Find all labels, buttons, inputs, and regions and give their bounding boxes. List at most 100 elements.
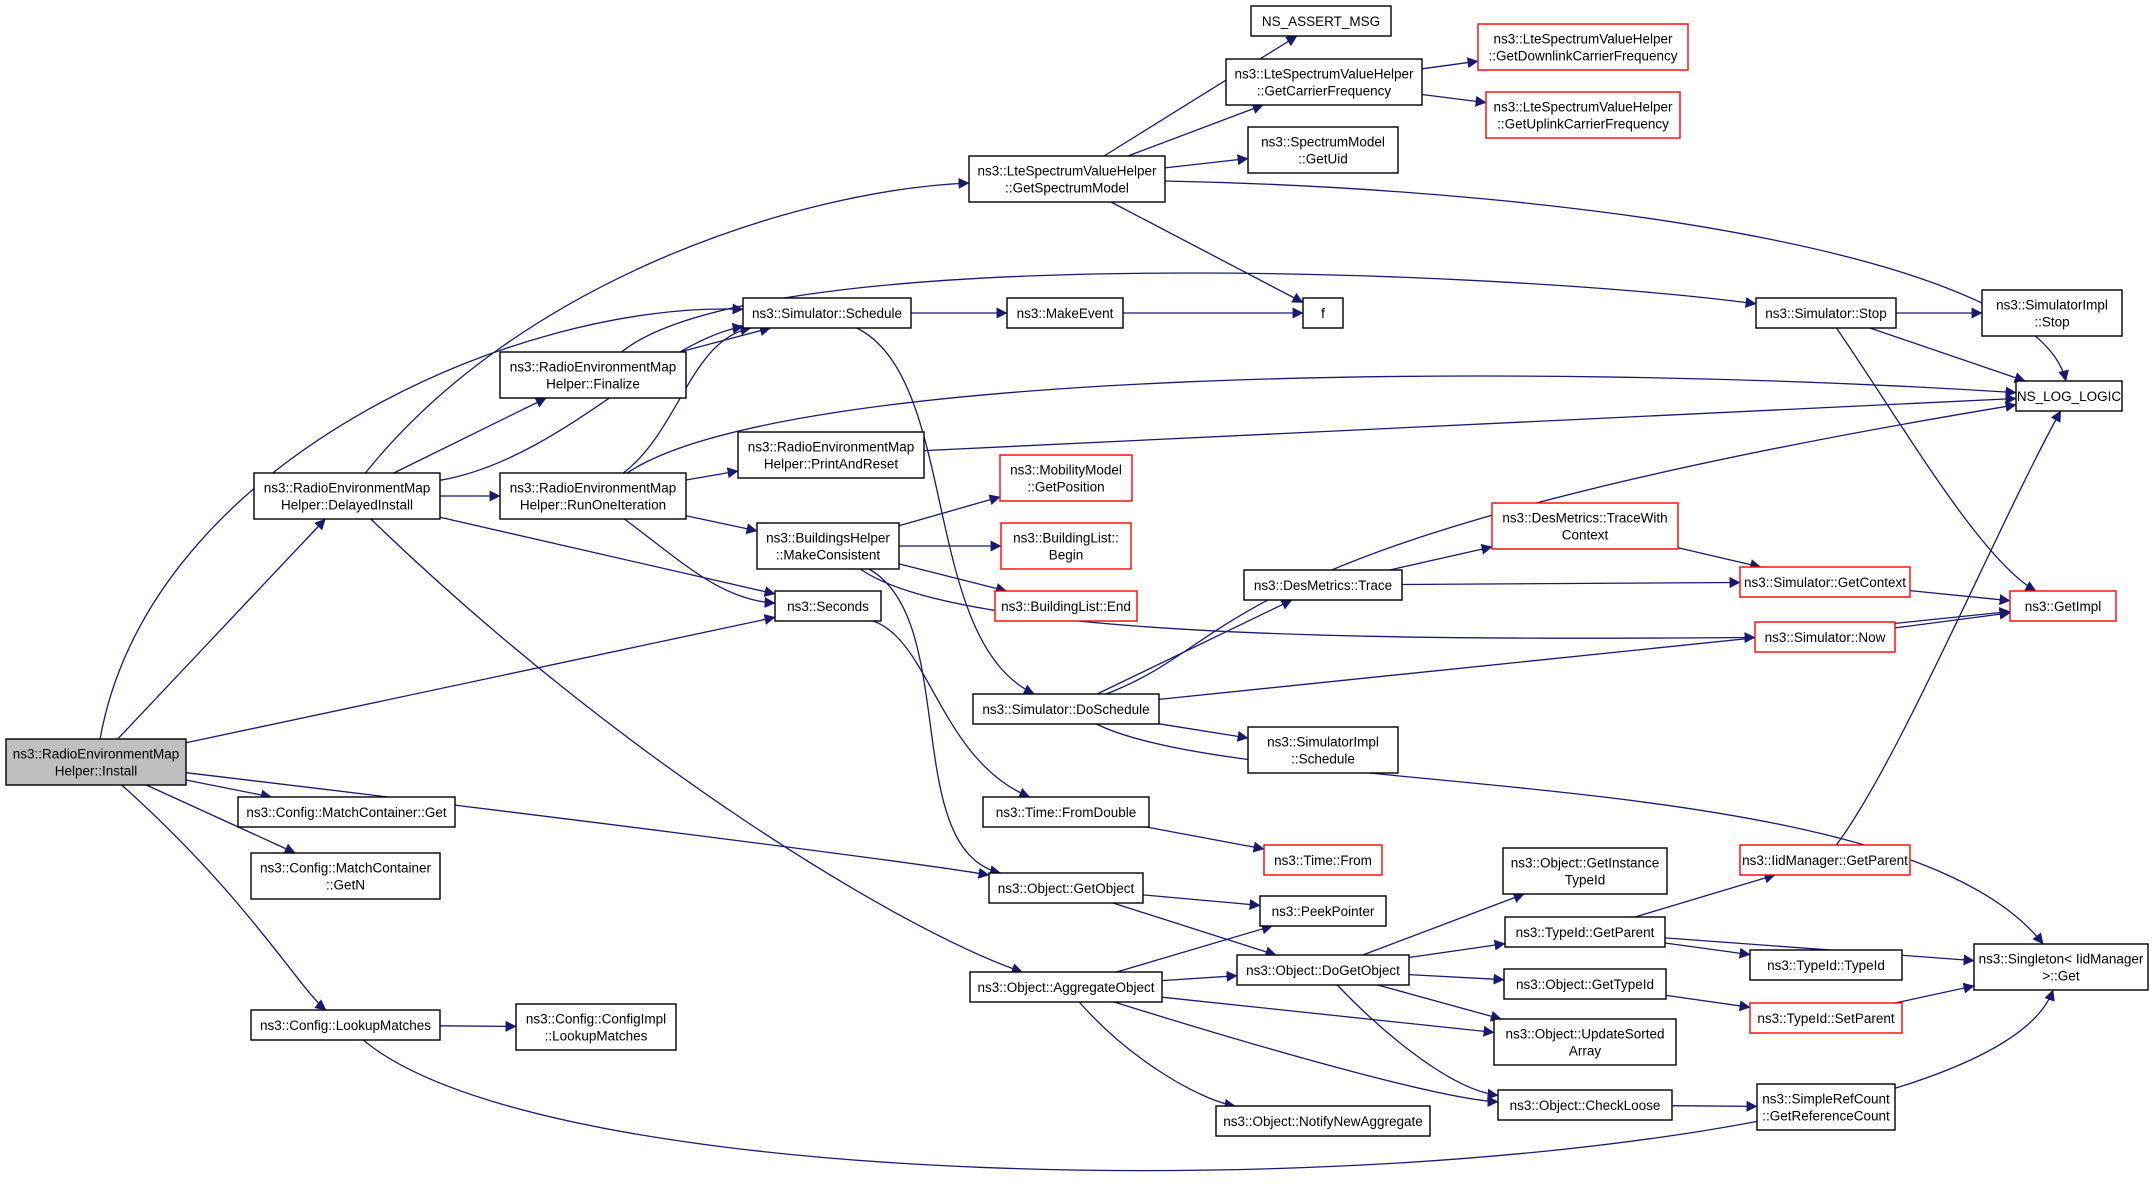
edge-tgetparent-to-singleton bbox=[1664, 937, 1975, 966]
node-getup[interactable]: ns3::LteSpectrumValueHelper::GetUplinkCa… bbox=[1485, 91, 1681, 139]
node-mc_get[interactable]: ns3::Config::MatchContainer::Get bbox=[237, 796, 456, 828]
node-box bbox=[1973, 943, 2149, 991]
node-notify[interactable]: ns3::Object::NotifyNewAggregate bbox=[1215, 1105, 1431, 1137]
node-box bbox=[1491, 502, 1679, 550]
node-box bbox=[1000, 522, 1132, 570]
edge-getspec-to-nsassert bbox=[1103, 35, 1298, 157]
node-box bbox=[774, 590, 882, 622]
node-box bbox=[1749, 1002, 1903, 1034]
node-now[interactable]: ns3::Simulator::Now bbox=[1754, 621, 1896, 653]
node-label: Helper::Install bbox=[55, 764, 138, 779]
edge-runone-to-nslog bbox=[626, 375, 2017, 474]
node-simimplsched[interactable]: ns3::SimulatorImpl::Schedule bbox=[1247, 726, 1399, 774]
node-nslog[interactable]: NS_LOG_LOGIC bbox=[2015, 380, 2123, 412]
edge-lookup-to-configimpl bbox=[439, 1020, 517, 1032]
node-box bbox=[1497, 1089, 1673, 1121]
node-timefrom[interactable]: ns3::Time::From bbox=[1263, 844, 1383, 876]
edge-getcontext-to-getimpl bbox=[1909, 589, 2011, 606]
node-lookup[interactable]: ns3::Config::LookupMatches bbox=[250, 1009, 441, 1041]
edge-dogetobject-to-ogettypeid bbox=[1408, 973, 1505, 985]
edge-ogettypeid-to-setparent bbox=[1665, 994, 1751, 1012]
node-getobject[interactable]: ns3::Object::GetObject bbox=[988, 872, 1144, 904]
node-checkloose[interactable]: ns3::Object::CheckLoose bbox=[1497, 1089, 1673, 1121]
node-label: ns3::Config::MatchContainer bbox=[260, 861, 432, 876]
node-label: Helper::PrintAndReset bbox=[764, 457, 899, 472]
node-label: Helper::DelayedInstall bbox=[281, 498, 413, 513]
edge-install-to-getobject bbox=[185, 772, 990, 879]
node-buildings[interactable]: ns3::BuildingsHelper::MakeConsistent bbox=[756, 522, 900, 570]
node-runone[interactable]: ns3::RadioEnvironmentMapHelper::RunOneIt… bbox=[499, 472, 687, 520]
node-delayed[interactable]: ns3::RadioEnvironmentMapHelper::DelayedI… bbox=[253, 472, 441, 520]
node-label: ns3::BuildingList:: bbox=[1013, 531, 1119, 546]
node-box bbox=[1739, 844, 1911, 876]
node-sched[interactable]: ns3::Simulator::Schedule bbox=[742, 297, 912, 329]
node-label: ns3::Object::GetObject bbox=[998, 881, 1135, 896]
edge-aggregate-to-checkloose bbox=[1113, 1001, 1499, 1107]
node-label: ::GetDownlinkCarrierFrequency bbox=[1488, 49, 1677, 64]
node-getcontext[interactable]: ns3::Simulator::GetContext bbox=[1739, 566, 1911, 598]
node-fromdouble[interactable]: ns3::Time::FromDouble bbox=[982, 796, 1150, 828]
node-label: ns3::Simulator::Now bbox=[1765, 630, 1886, 645]
node-box bbox=[499, 472, 687, 520]
node-configimpl[interactable]: ns3::Config::ConfigImpl::LookupMatches bbox=[515, 1003, 677, 1051]
node-f[interactable]: f bbox=[1302, 297, 1344, 329]
node-peek[interactable]: ns3::PeekPointer bbox=[1259, 895, 1387, 927]
node-destrace[interactable]: ns3::DesMetrics::Trace bbox=[1243, 569, 1403, 601]
node-stop[interactable]: ns3::Simulator::Stop bbox=[1755, 297, 1897, 329]
node-doschedule[interactable]: ns3::Simulator::DoSchedule bbox=[972, 693, 1160, 725]
edge-dogetobject-to-updsorted bbox=[1377, 984, 1502, 1022]
node-label: ns3::SimpleRefCount bbox=[1762, 1092, 1890, 1107]
edge-tracewith-to-getcontext bbox=[1677, 547, 1762, 570]
node-aggregate[interactable]: ns3::Object::AggregateObject bbox=[969, 971, 1163, 1003]
node-label: ns3::Time::From bbox=[1274, 853, 1372, 868]
node-box bbox=[969, 971, 1163, 1003]
edge-delayed-to-sched bbox=[439, 322, 744, 481]
node-mc_getn[interactable]: ns3::Config::MatchContainer::GetN bbox=[250, 852, 441, 900]
node-box bbox=[515, 1003, 677, 1051]
node-blbegin[interactable]: ns3::BuildingList::Begin bbox=[1000, 522, 1132, 570]
node-label: ns3::LteSpectrumValueHelper bbox=[1234, 67, 1414, 82]
node-getimpl[interactable]: ns3::GetImpl bbox=[2009, 590, 2117, 622]
node-ogettypeid[interactable]: ns3::Object::GetTypeId bbox=[1503, 968, 1667, 1000]
node-box bbox=[972, 693, 1160, 725]
node-dogetobject[interactable]: ns3::Object::DoGetObject bbox=[1236, 954, 1410, 986]
node-nsassert[interactable]: NS_ASSERT_MSG bbox=[1250, 5, 1392, 37]
node-seconds[interactable]: ns3::Seconds bbox=[774, 590, 882, 622]
node-singleton[interactable]: ns3::Singleton< IidManager>::Get bbox=[1973, 943, 2149, 991]
node-implstop[interactable]: ns3::SimulatorImpl::Stop bbox=[1981, 289, 2123, 337]
edge-runone-to-printreset bbox=[685, 467, 739, 481]
node-blend[interactable]: ns3::BuildingList::End bbox=[994, 590, 1138, 622]
node-box bbox=[1754, 621, 1896, 653]
node-printreset[interactable]: ns3::RadioEnvironmentMapHelper::PrintAnd… bbox=[737, 431, 925, 479]
node-getspec[interactable]: ns3::LteSpectrumValueHelper::GetSpectrum… bbox=[968, 155, 1166, 203]
node-box bbox=[999, 454, 1133, 502]
node-setparent[interactable]: ns3::TypeId::SetParent bbox=[1749, 1002, 1903, 1034]
node-getcarrier[interactable]: ns3::LteSpectrumValueHelper::GetCarrierF… bbox=[1225, 58, 1423, 106]
node-getuid[interactable]: ns3::SpectrumModel::GetUid bbox=[1247, 126, 1399, 174]
edge-buildings-to-now bbox=[859, 568, 1756, 644]
node-mobility[interactable]: ns3::MobilityModel::GetPosition bbox=[999, 454, 1133, 502]
node-makeevent[interactable]: ns3::MakeEvent bbox=[1006, 297, 1124, 329]
node-box bbox=[1493, 1018, 1677, 1066]
node-label: ns3::MakeEvent bbox=[1017, 306, 1114, 321]
node-iidparent[interactable]: ns3::IidManager::GetParent bbox=[1739, 844, 1911, 876]
node-tgetparent[interactable]: ns3::TypeId::GetParent bbox=[1504, 916, 1666, 948]
node-typeidtypeid[interactable]: ns3::TypeId::TypeId bbox=[1749, 949, 1903, 981]
edge-buildings-to-getobject bbox=[868, 568, 1002, 877]
node-box bbox=[1749, 949, 1903, 981]
node-refcount[interactable]: ns3::SimpleRefCount::GetReferenceCount bbox=[1756, 1083, 1896, 1131]
node-label: ns3::SpectrumModel bbox=[1261, 135, 1385, 150]
edge-delayed-to-seconds bbox=[439, 516, 776, 597]
node-label: ns3::Simulator::GetContext bbox=[1744, 575, 1906, 590]
edge-seconds-to-fromdouble bbox=[872, 620, 1031, 799]
node-label: ::Schedule bbox=[1291, 752, 1355, 767]
node-label: ns3::SimulatorImpl bbox=[1267, 735, 1379, 750]
node-box bbox=[1756, 1083, 1896, 1131]
edge-stop-to-getimpl bbox=[1835, 327, 2037, 592]
node-getdown[interactable]: ns3::LteSpectrumValueHelper::GetDownlink… bbox=[1477, 23, 1689, 71]
